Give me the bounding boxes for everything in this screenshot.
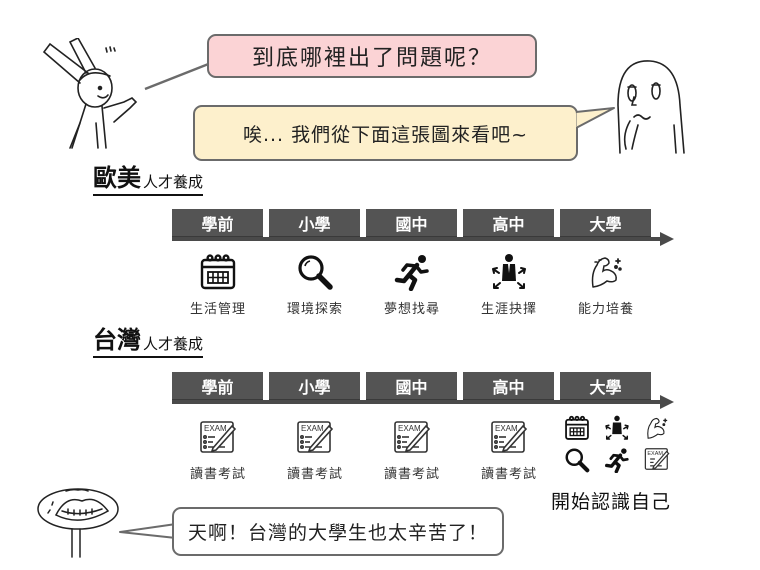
- stage-junior-high: 國中: [366, 372, 457, 402]
- stage-preschool: 學前: [172, 209, 263, 239]
- flexed-arm-icon: [586, 252, 626, 292]
- stage-university: 大學: [560, 209, 651, 239]
- exam-icon: EXAM: [489, 417, 529, 457]
- milestone-label: 夢想找尋: [383, 302, 440, 317]
- stage-elementary: 小學: [269, 372, 360, 402]
- career-choice-icon: [604, 415, 630, 441]
- stage-university: 大學: [560, 372, 651, 402]
- milestone-label: 生活管理: [189, 302, 246, 317]
- western-section-title: 歐美 人才養成: [93, 164, 204, 196]
- svg-text:EXAM: EXAM: [647, 451, 663, 457]
- flexed-arm-icon: [644, 415, 670, 441]
- milestone-label: 讀書考試: [286, 467, 343, 482]
- taiwan-title-sub: 人才養成: [143, 335, 204, 353]
- stage-preschool: 學前: [172, 372, 263, 402]
- milestone-label: 讀書考試: [383, 467, 440, 482]
- stage-junior-high: 國中: [366, 209, 457, 239]
- stage-senior-high: 高中: [463, 209, 554, 239]
- career-choice-icon: [489, 252, 529, 292]
- running-person-icon: [604, 447, 630, 473]
- calendar-icon: [564, 415, 590, 441]
- milestone-label: 讀書考試: [480, 467, 537, 482]
- milestone-label: 能力培養: [577, 302, 634, 317]
- bubble-tail-line: [143, 60, 213, 92]
- western-title-sub: 人才養成: [143, 173, 204, 191]
- stage-elementary: 小學: [269, 209, 360, 239]
- bunny-character-illustration: [40, 38, 150, 150]
- question-speech-bubble: 到底哪裡出了問題呢？: [207, 34, 537, 78]
- timeline-axis: [172, 237, 662, 241]
- answer-speech-bubble: 唉... 我們從下面這張圖來看吧~: [193, 105, 578, 161]
- taiwan-title-main: 台灣: [93, 326, 141, 354]
- western-milestone-4: 生涯抉擇: [464, 252, 554, 317]
- taiwan-milestone-4: EXAM 讀書考試: [464, 417, 554, 482]
- question-text: 到底哪裡出了問題呢？: [251, 46, 492, 71]
- western-title-main: 歐美: [93, 164, 141, 192]
- exam-icon: EXAM: [392, 417, 432, 457]
- exam-icon: EXAM: [198, 417, 238, 457]
- magnifier-icon: [564, 447, 590, 473]
- svg-text:EXAM: EXAM: [398, 424, 421, 433]
- taiwan-milestone-1: EXAM 讀書考試: [173, 417, 263, 482]
- taiwan-milestone-3: EXAM 讀書考試: [367, 417, 457, 482]
- exclaim-speech-bubble: 天啊！台灣的大學生也太辛苦了！: [172, 507, 504, 556]
- lips-character-illustration: [36, 487, 126, 559]
- svg-text:EXAM: EXAM: [301, 424, 324, 433]
- magnifier-icon: [295, 252, 335, 292]
- western-milestone-3: 夢想找尋: [367, 252, 457, 317]
- stage-senior-high: 高中: [463, 372, 554, 402]
- university-caption: 開始認識自己: [551, 491, 672, 513]
- timeline-axis: [172, 400, 662, 404]
- timeline-arrow-icon: [660, 395, 674, 409]
- western-milestone-5: 能力培養: [561, 252, 651, 317]
- exclaim-text: 天啊！台灣的大學生也太辛苦了！: [187, 522, 488, 544]
- bubble-tail: [576, 106, 616, 134]
- milestone-label: 環境探索: [286, 302, 343, 317]
- taiwan-milestone-2: EXAM 讀書考試: [270, 417, 360, 482]
- bubble-tail: [118, 520, 178, 542]
- thinking-blob-character-illustration: [612, 55, 692, 155]
- western-milestone-1: 生活管理: [173, 252, 263, 317]
- milestone-label: 生涯抉擇: [480, 302, 537, 317]
- western-timeline: 學前 小學 國中 高中 大學: [172, 209, 682, 249]
- milestone-label: 讀書考試: [189, 467, 246, 482]
- running-person-icon: [392, 252, 432, 292]
- svg-text:EXAM: EXAM: [495, 424, 518, 433]
- answer-text: 唉... 我們從下面這張圖來看吧~: [242, 123, 529, 146]
- taiwan-section-title: 台灣 人才養成: [93, 326, 204, 358]
- calendar-icon: [198, 252, 238, 292]
- university-icon-cluster: EXAM: [560, 415, 670, 479]
- western-milestone-2: 環境探索: [270, 252, 360, 317]
- timeline-arrow-icon: [660, 232, 674, 246]
- exam-icon: EXAM: [644, 447, 670, 473]
- svg-text:EXAM: EXAM: [204, 424, 227, 433]
- exam-icon: EXAM: [295, 417, 335, 457]
- taiwan-timeline: 學前 小學 國中 高中 大學: [172, 372, 682, 412]
